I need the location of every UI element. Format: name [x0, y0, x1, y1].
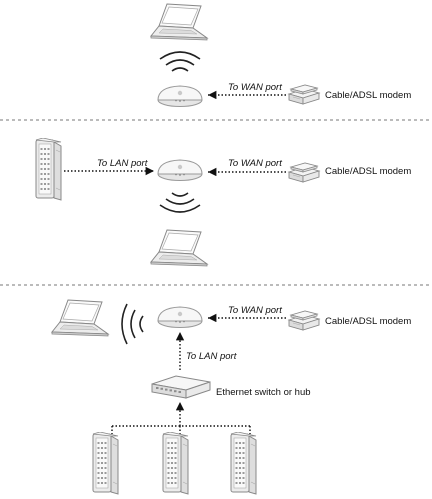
- modem-icon: [288, 162, 320, 183]
- modem-label: Cable/ADSL modem: [325, 90, 412, 101]
- desktop-tower-icon: [35, 138, 62, 201]
- airport-base-station-icon: [157, 85, 203, 107]
- laptop-icon: [150, 3, 208, 41]
- modem-icon: [288, 310, 320, 331]
- modem-label: Cable/ADSL modem: [325, 316, 412, 327]
- modem-icon: [288, 84, 320, 105]
- wifi-waves-icon: [159, 51, 201, 72]
- wifi-waves-icon: [159, 192, 201, 213]
- lan-port-label: To LAN port: [97, 158, 148, 169]
- panel-1: [150, 3, 320, 107]
- wifi-waves-icon: [121, 303, 144, 345]
- modem-label: Cable/ADSL modem: [325, 166, 412, 177]
- airport-base-station-icon: [157, 159, 203, 181]
- desktop-links: [111, 425, 251, 434]
- panel-2: [35, 138, 320, 267]
- ethernet-switch-icon: [151, 375, 211, 399]
- wan-port-label: To WAN port: [228, 82, 282, 93]
- wan-port-label: To WAN port: [228, 305, 282, 316]
- desktop-tower-icon: [230, 432, 257, 495]
- airport-base-station-icon: [157, 306, 203, 328]
- desktop-tower-icon: [162, 432, 189, 495]
- switch-label: Ethernet switch or hub: [216, 387, 311, 398]
- laptop-icon: [51, 299, 109, 337]
- lan-port-label: To LAN port: [186, 351, 237, 362]
- laptop-icon: [150, 229, 208, 267]
- panel-3: [51, 299, 320, 495]
- desktop-tower-icon: [92, 432, 119, 495]
- wan-port-label: To WAN port: [228, 158, 282, 169]
